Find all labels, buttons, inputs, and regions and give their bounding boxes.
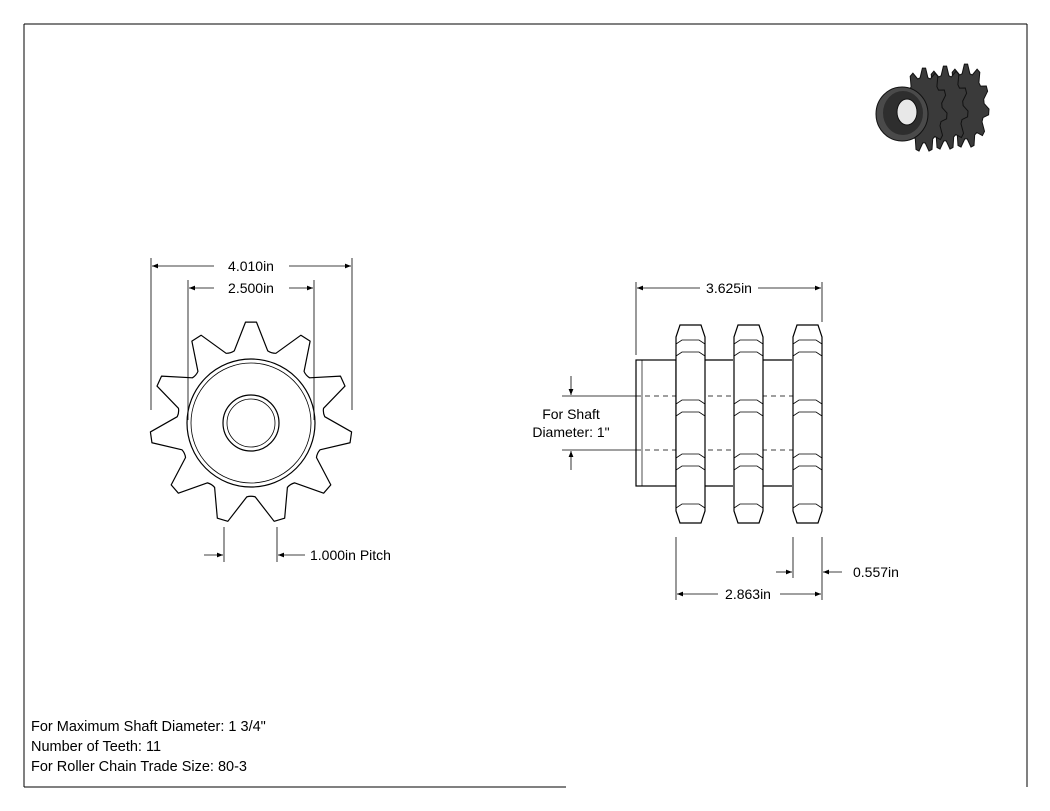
max-shaft-note: For Maximum Shaft Diameter: 1 3/4"	[31, 719, 266, 735]
drawing-frame	[23, 23, 1028, 788]
spec-notes: For Maximum Shaft Diameter: 1 3/4" Numbe…	[31, 717, 266, 777]
chain-size-note: For Roller Chain Trade Size: 80-3	[31, 759, 247, 775]
outer-diameter-label: 4.010in	[228, 258, 274, 274]
pitch-label: 1.000in Pitch	[310, 547, 391, 563]
bore-hidden-lines	[636, 395, 822, 451]
hub-circle	[186, 358, 316, 488]
tooth-column	[675, 324, 706, 524]
sprocket-span-label: 2.863in	[725, 586, 771, 602]
tooth-width-label: 0.557in	[853, 564, 899, 580]
overall-length-label: 3.625in	[706, 280, 752, 296]
bore-label-line1: For Shaft	[542, 406, 600, 422]
tooth-column	[792, 324, 823, 524]
side-view	[635, 324, 823, 524]
teeth-count-note: Number of Teeth: 11	[31, 739, 162, 755]
sprocket-outline	[149, 321, 353, 522]
thumbnail-bore	[896, 98, 918, 126]
bore-circle	[222, 394, 280, 452]
tooth-column	[733, 324, 764, 524]
bore-inner-circle	[226, 398, 276, 448]
bore-label-line2: Diameter: 1"	[532, 424, 609, 440]
outer-diameter-dimension	[150, 258, 353, 410]
hub-diameter-dimension	[187, 280, 315, 420]
tooth-width-dimension	[776, 537, 842, 578]
front-view: 4.010in 2.500in 1.000in Pitch	[149, 258, 391, 563]
hub-diameter-label: 2.500in	[228, 280, 274, 296]
bore-dimension	[562, 376, 636, 470]
sprocket-span-dimension	[675, 537, 823, 600]
overall-length-dimension	[635, 282, 823, 355]
tooth-columns	[675, 324, 823, 524]
pitch-dimension	[204, 527, 305, 562]
hub-inner-circle	[190, 362, 312, 484]
isometric-thumbnail	[875, 63, 990, 152]
